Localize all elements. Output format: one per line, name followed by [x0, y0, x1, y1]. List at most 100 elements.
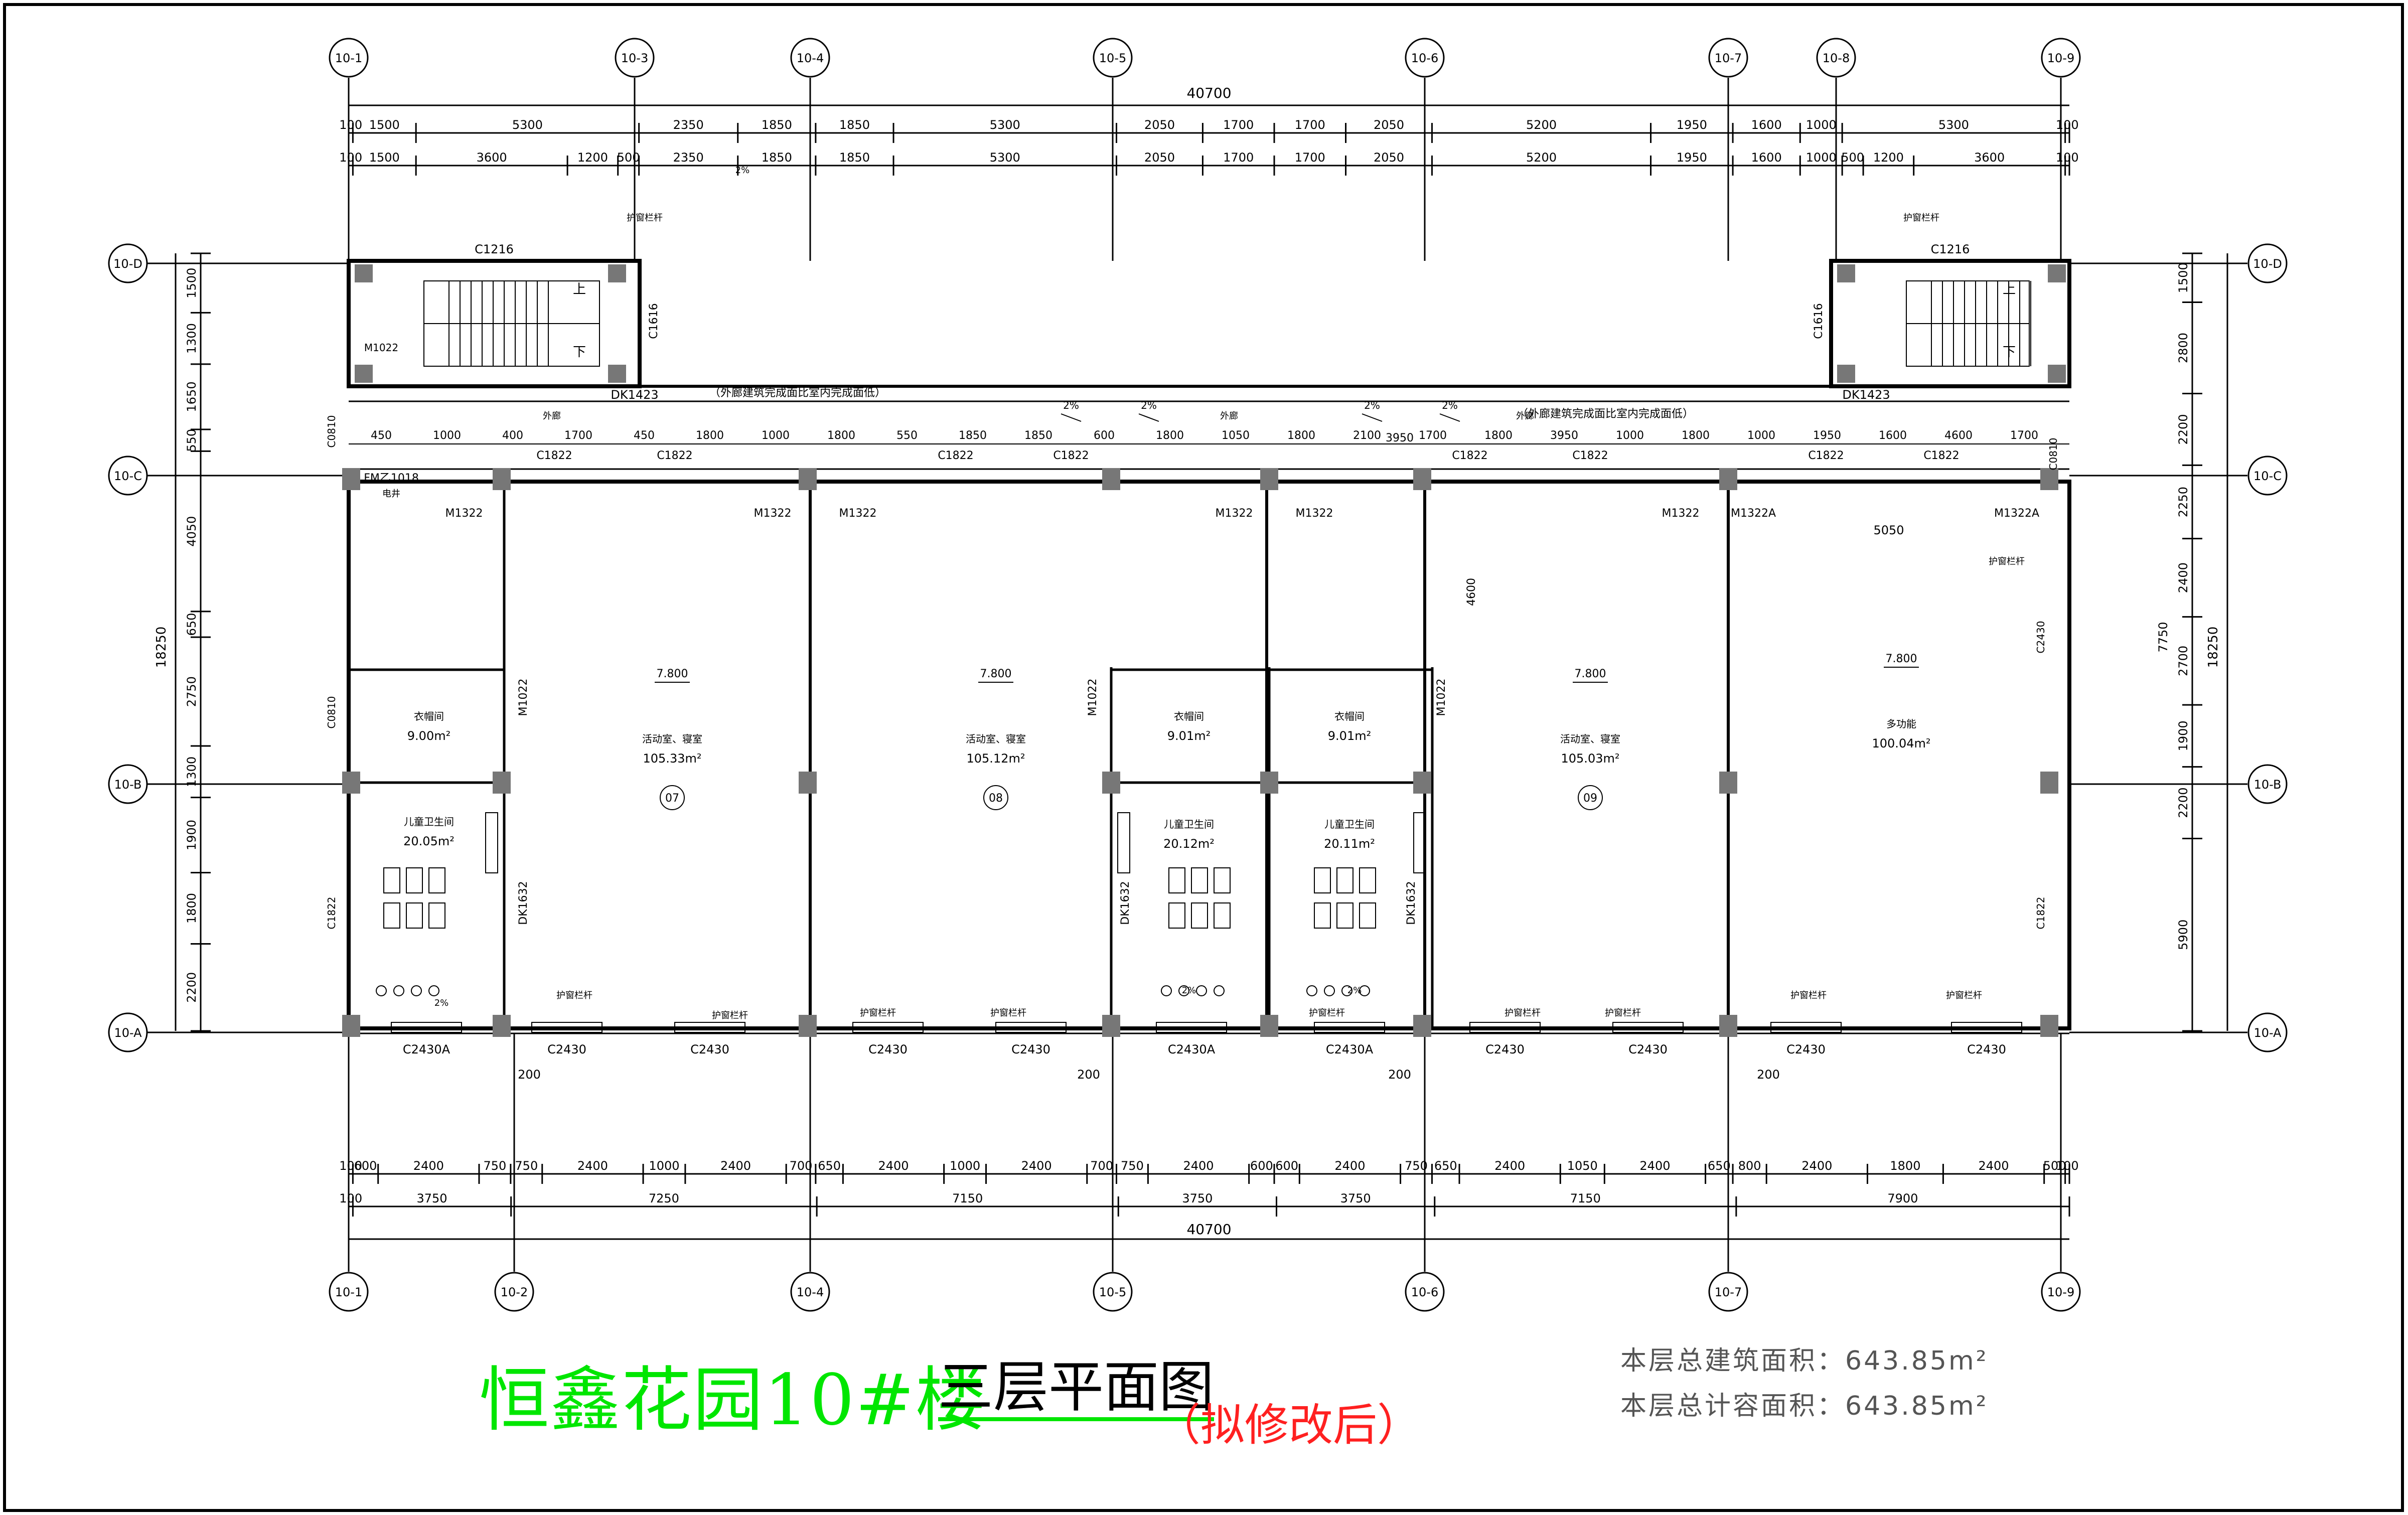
- structural-column: [608, 264, 626, 282]
- dim-top-2-value: 500: [617, 150, 640, 165]
- room-name: 儿童卫生间: [404, 816, 454, 828]
- axis-bubble-bottom-label: 10-6: [1411, 1285, 1438, 1299]
- dim-left-value: 1800: [185, 893, 199, 924]
- urinal-trough: [485, 812, 498, 873]
- drawing-frame: [3, 3, 2404, 1512]
- axis-bubble-bottom-label: 10-4: [797, 1285, 824, 1299]
- dim-bottom-1-value: 600: [1250, 1159, 1273, 1173]
- dim-right-value: 2250: [2176, 487, 2190, 517]
- window-frame: [1951, 1022, 2022, 1033]
- slope-arrow: [1138, 413, 1159, 422]
- dim-top-1-value: 100: [339, 118, 362, 132]
- dim-bottom-1-value: 750: [484, 1159, 507, 1173]
- railing-label: 护窗栏杆: [556, 990, 592, 1001]
- axis-bubble-right-label: 10-C: [2253, 469, 2282, 483]
- corridor-dim: 600: [1094, 429, 1115, 442]
- axis-bubble-bottom-circle: [494, 1272, 534, 1312]
- railing-label: 护窗栏杆: [1309, 1008, 1345, 1018]
- structural-column: [799, 772, 817, 794]
- axis-bubble-top-label: 10-5: [1099, 51, 1126, 65]
- structural-column: [1837, 264, 1855, 282]
- slope-arrow: [1061, 413, 1082, 422]
- axis-bubble-right-circle: [2247, 764, 2288, 804]
- window-frame: [852, 1022, 924, 1033]
- axis-bubble-left-circle: [108, 243, 148, 283]
- axis-bubble-left-label: 10-B: [114, 778, 142, 792]
- corridor-dim: 1950: [1813, 429, 1841, 442]
- dim-bottom-1-value: 750: [1405, 1159, 1428, 1173]
- corridor-dim: 1050: [1222, 429, 1250, 442]
- window-c0810: C0810: [326, 415, 338, 448]
- door-m1322: M1322: [445, 507, 483, 520]
- corridor-dim: 2100: [1353, 429, 1381, 442]
- dim-bottom-1-value: 600: [354, 1159, 377, 1173]
- dim-top-1-value: 2050: [1144, 118, 1175, 132]
- railing-label: 护窗栏杆: [860, 1008, 896, 1018]
- room-name: 衣帽间: [1174, 710, 1204, 722]
- dim-bottom-2-value: 100: [339, 1191, 362, 1205]
- axis-bubble-top-circle: [2041, 38, 2081, 78]
- toilet-fixture: [1314, 867, 1331, 893]
- window-frame: [1314, 1022, 1385, 1033]
- room-area: 9.00m²: [407, 729, 450, 743]
- stair-right-up-label: 上: [2003, 282, 2016, 297]
- door-dk1632: DK1632: [1119, 881, 1132, 925]
- dim-bottom-1-value: 1050: [1567, 1159, 1598, 1173]
- floor-drain: [1359, 985, 1370, 996]
- dim-right-value: 1500: [2176, 262, 2190, 293]
- dim-top-2-value: 2350: [673, 150, 704, 165]
- window-label-bottom: C2430A: [1326, 1042, 1374, 1056]
- structural-column: [2048, 264, 2066, 282]
- dim-bottom-1-value: 2400: [1801, 1159, 1832, 1173]
- room-number-circle: [983, 785, 1008, 810]
- corridor-dim: 1000: [762, 429, 790, 442]
- dim-bottom-2-value: 7250: [649, 1191, 679, 1205]
- structural-column: [1719, 1015, 1737, 1037]
- axis-bubble-left-circle: [108, 764, 148, 804]
- toilet-fixture: [428, 867, 445, 893]
- elevator-shaft-label: 电井: [382, 489, 400, 499]
- structural-column: [342, 1015, 360, 1037]
- slope-label: 2%: [1063, 399, 1079, 411]
- door-m1322a: M1322A: [1731, 507, 1776, 520]
- slope-label: 2%: [1141, 399, 1157, 411]
- dim-3950: 3950: [1386, 432, 1414, 444]
- toilet-fixture: [383, 902, 400, 929]
- floor-drain: [1306, 985, 1317, 996]
- dim-top-2-value: 1200: [1873, 150, 1904, 165]
- corridor-dim: 1850: [959, 429, 987, 442]
- structural-column: [1260, 772, 1278, 794]
- dim-left-value: 2200: [185, 972, 199, 1003]
- window-c1822: C1822: [1923, 449, 1959, 462]
- toilet-fixture: [428, 902, 445, 929]
- dim-bottom-1-value: 100: [339, 1159, 362, 1173]
- dim-left-value: 4050: [185, 516, 199, 547]
- room-level: 7.800: [1886, 653, 1917, 665]
- window-frame: [531, 1022, 603, 1033]
- dim-bottom-1-value: 100: [2056, 1159, 2079, 1173]
- dim-right-value: 2200: [2176, 414, 2190, 444]
- dim-right-value: 2400: [2176, 562, 2190, 593]
- dim-left-value: 2750: [185, 676, 199, 707]
- stair-left-walls: [347, 259, 642, 388]
- dim-top-1-value: 2350: [673, 118, 704, 132]
- structural-column: [1260, 1015, 1278, 1037]
- room-level: 7.800: [980, 668, 1012, 680]
- toilet-fixture: [383, 867, 400, 893]
- slope-label: 2%: [1182, 985, 1196, 996]
- door-m1322: M1322: [1296, 507, 1333, 520]
- window-label-bottom: C2430: [1011, 1042, 1050, 1056]
- dim-top-1-value: 1500: [369, 118, 400, 132]
- dim-right-value: 2800: [2176, 333, 2190, 363]
- door-m1322: M1322: [1662, 507, 1700, 520]
- axis-bubble-bottom-circle: [1405, 1272, 1445, 1312]
- structural-column: [355, 365, 373, 383]
- corridor-note-left: （外廊建筑完成面比室内完成面低）: [709, 387, 886, 399]
- room-name: 儿童卫生间: [1324, 818, 1375, 830]
- axis-bubble-top-circle: [1708, 38, 1748, 78]
- room-area: 105.33m²: [643, 751, 702, 766]
- dim-top-1-value: 1700: [1223, 118, 1254, 132]
- window-c1822: C1822: [1452, 449, 1487, 462]
- dim-left-value: 1650: [185, 381, 199, 412]
- window-label-bottom: C2430: [1485, 1042, 1525, 1056]
